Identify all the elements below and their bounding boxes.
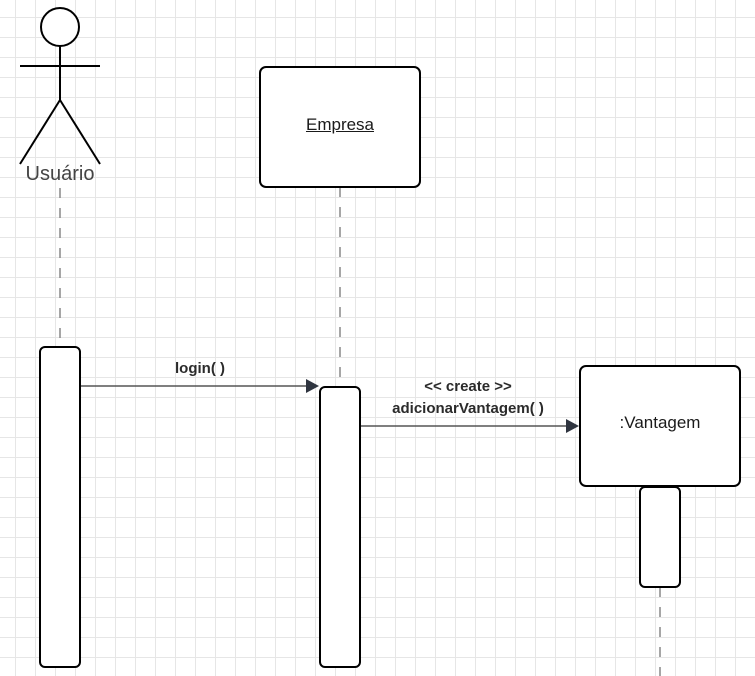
vantagem-label: :Vantagem xyxy=(619,413,701,432)
actor-right-leg xyxy=(59,99,101,165)
message-adicionar-arrowhead xyxy=(566,419,579,433)
actor-head xyxy=(40,7,80,47)
message-adicionar-label: adicionarVantagem( ) xyxy=(392,400,544,417)
actor-label: Usuário xyxy=(25,163,95,185)
message-login-label: login( ) xyxy=(175,360,225,377)
message-login[interactable] xyxy=(81,379,319,393)
message-create-stereotype: << create >> xyxy=(424,378,512,395)
message-login-arrowhead xyxy=(306,379,319,393)
usuario-activation[interactable] xyxy=(39,346,81,668)
vantagem-activation[interactable] xyxy=(639,486,681,588)
actor-left-leg xyxy=(19,99,61,165)
empresa-activation[interactable] xyxy=(319,386,361,668)
message-adicionar-vantagem[interactable] xyxy=(361,419,579,433)
empresa-box[interactable] xyxy=(259,66,421,188)
actor-figure xyxy=(19,7,101,165)
empresa-label: Empresa xyxy=(305,115,375,134)
